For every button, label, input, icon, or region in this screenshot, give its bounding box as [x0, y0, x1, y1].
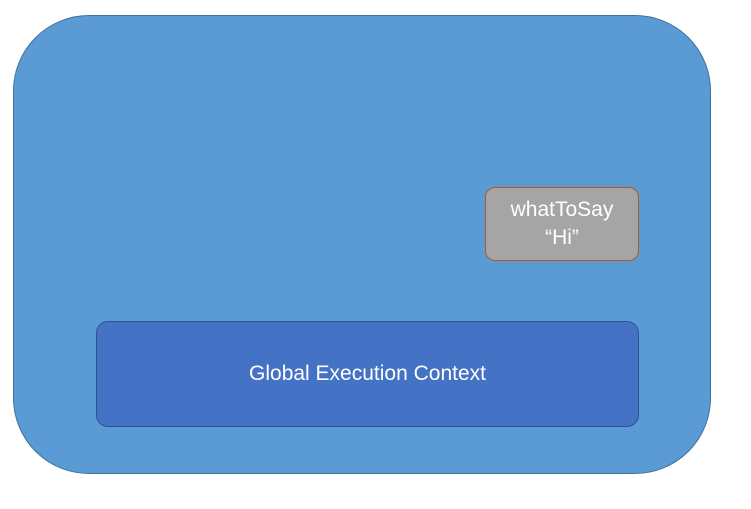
variable-value: “Hi” — [545, 226, 579, 249]
global-execution-context-box: Global Execution Context — [96, 321, 639, 427]
variable-box: whatToSay “Hi” — [485, 187, 639, 261]
global-execution-context-label: Global Execution Context — [249, 362, 486, 385]
variable-name: whatToSay — [510, 198, 614, 221]
